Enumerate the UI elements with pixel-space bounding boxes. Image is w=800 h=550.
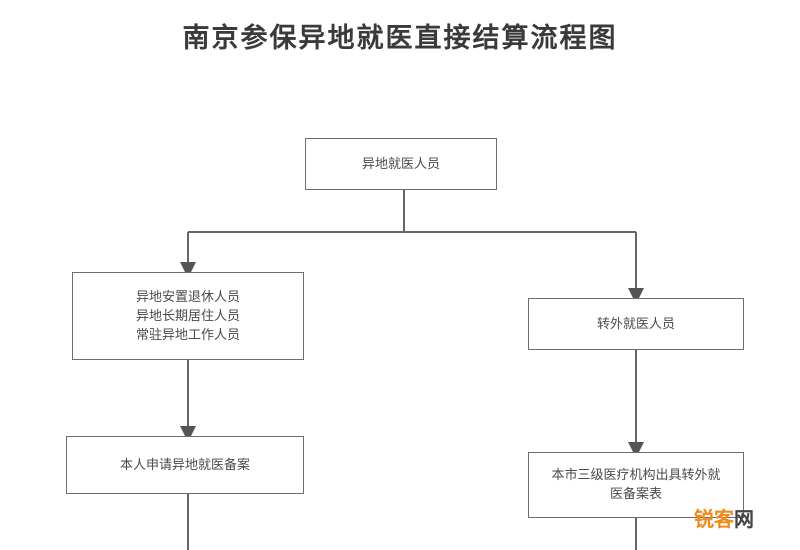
node-left-group-line-1: 异地安置退休人员 bbox=[135, 289, 240, 305]
watermark-suffix: 网 bbox=[734, 507, 754, 531]
node-left-step-label: 本人申请异地就医备案 bbox=[119, 457, 250, 473]
node-right-group-label: 转外就医人员 bbox=[596, 316, 675, 332]
watermark-brand: 锐客 bbox=[694, 507, 734, 531]
node-left-group-line-2: 异地长期居住人员 bbox=[135, 308, 240, 324]
node-right-step: 本市三级医疗机构出具转外就医备案表 bbox=[528, 452, 744, 518]
node-left-group-line-3: 常驻异地工作人员 bbox=[135, 327, 240, 343]
node-root: 异地就医人员 bbox=[305, 138, 497, 190]
watermark-logo: 锐客网 bbox=[694, 503, 754, 532]
node-left-group: 异地安置退休人员 异地长期居住人员 常驻异地工作人员 bbox=[72, 272, 304, 360]
node-root-label: 异地就医人员 bbox=[361, 156, 440, 172]
node-right-step-label: 本市三级医疗机构出具转外就医备案表 bbox=[551, 468, 721, 502]
node-left-step: 本人申请异地就医备案 bbox=[66, 436, 304, 494]
page-title: 南京参保异地就医直接结算流程图 bbox=[182, 23, 618, 54]
node-right-group: 转外就医人员 bbox=[528, 298, 744, 350]
